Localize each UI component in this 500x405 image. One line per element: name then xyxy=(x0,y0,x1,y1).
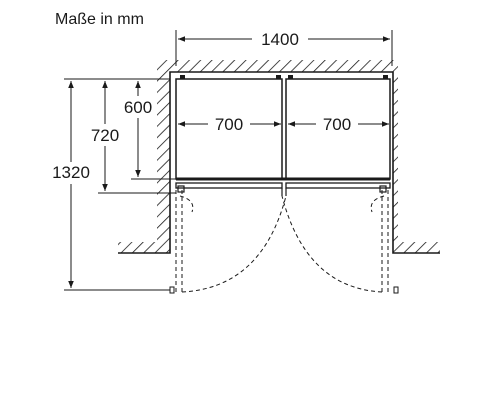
hinge-top-right xyxy=(383,75,388,79)
hinge-top-center-left xyxy=(276,75,281,79)
door-left-swing-arc xyxy=(181,195,287,293)
niche-walls xyxy=(118,60,440,254)
diagram-title: Maße in mm xyxy=(55,11,144,28)
door-left-hinge-arc xyxy=(179,195,194,213)
door-swing xyxy=(175,190,389,293)
hinge-top-center-right xyxy=(288,75,293,79)
hinge-bottom-left xyxy=(177,185,185,193)
hinge-bottom-right xyxy=(379,185,387,193)
door-left-closed xyxy=(175,182,283,189)
appliance-body xyxy=(175,75,391,196)
label-depth-1320: 1320 xyxy=(52,163,90,182)
door-right-end-marker xyxy=(393,286,399,294)
dimension-total-width xyxy=(175,30,393,66)
door-right-closed xyxy=(285,182,391,189)
label-depth-720: 720 xyxy=(91,126,119,145)
label-right-compartment-width: 700 xyxy=(323,115,351,134)
label-left-compartment-width: 700 xyxy=(215,115,243,134)
door-left-end-marker xyxy=(169,286,175,294)
label-depth-600: 600 xyxy=(124,98,152,117)
door-right-swing-arc xyxy=(281,195,383,293)
hinge-top-left xyxy=(180,75,185,79)
label-total-width: 1400 xyxy=(261,30,299,49)
door-right-hinge-arc xyxy=(370,195,385,213)
niche-inner-outline xyxy=(118,71,440,254)
niche-wall-hatch xyxy=(118,60,440,253)
depth-extension-lines xyxy=(64,78,176,291)
door-swing-markers xyxy=(169,286,399,294)
